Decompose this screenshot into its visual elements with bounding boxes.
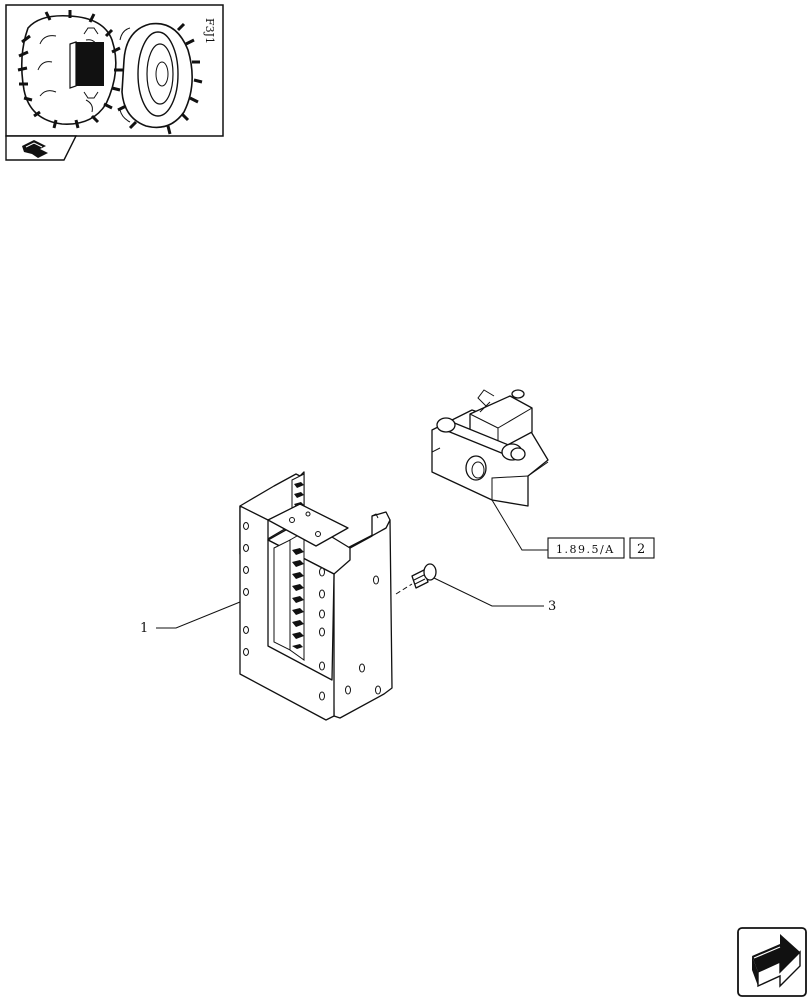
next-page-button[interactable]: [737, 927, 807, 997]
mounting-holes-left: [243, 522, 249, 656]
reference-section-label: 1.89.5/A: [556, 543, 615, 556]
part-3-bolt: [395, 563, 437, 595]
back-arrow-icon: [22, 140, 48, 158]
leader-line-3: [433, 577, 544, 607]
leader-line-1: [156, 601, 241, 629]
thumbnail-corner-text: F3J1: [203, 18, 216, 44]
tractor-wheels-sketch: [17, 10, 203, 135]
reference-item-box[interactable]: 2: [629, 537, 655, 559]
thumbnail-nav-button[interactable]: [5, 135, 78, 161]
callout-1[interactable]: 1: [140, 621, 148, 636]
rack-teeth: [292, 548, 304, 649]
reference-item-label: 2: [637, 542, 645, 557]
mounting-holes-right: [319, 567, 381, 701]
part-1-hitch-frame: [239, 471, 393, 721]
leader-line-2: [491, 499, 548, 551]
hitch-highlight: [76, 42, 104, 86]
callout-3[interactable]: 3: [548, 599, 556, 614]
reference-link-1-89-5-a[interactable]: 1.89.5/A: [547, 537, 625, 559]
next-page-arrow-icon: [752, 934, 801, 988]
location-thumbnail: F3J1: [5, 4, 224, 137]
part-2-clevis-hitch: [431, 389, 549, 507]
